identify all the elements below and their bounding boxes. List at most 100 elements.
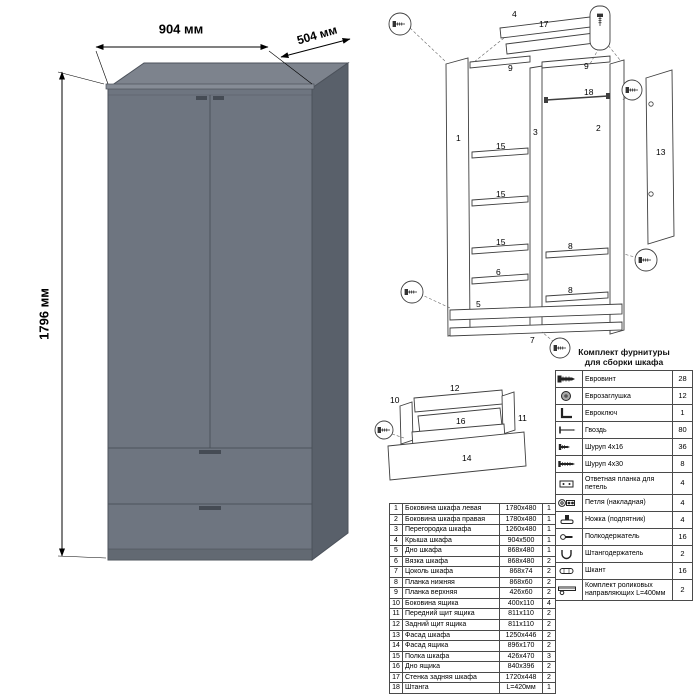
part-num: 15	[389, 650, 403, 663]
hw-qty: 4	[672, 493, 693, 512]
hw-name: Комплект роликовых направляющих L=400мм	[582, 578, 673, 602]
hardware-title-line1: Комплект фурнитуры	[578, 347, 670, 357]
exploded-drawer-diagram: 12 10 11 16 14	[374, 384, 556, 492]
part-qty: 2	[542, 555, 556, 568]
foot-icon	[560, 514, 574, 524]
width-dimension-label: 904 мм	[158, 21, 204, 37]
part-size: 868x480	[499, 545, 543, 557]
drawer2-handle-notch	[199, 506, 221, 510]
part-number-label: 8	[568, 241, 573, 251]
left-door-handle-notch	[196, 96, 207, 100]
part-qty: 2	[542, 640, 556, 652]
part-number-label: 17	[539, 19, 549, 29]
part-size: 811x110	[499, 608, 543, 620]
part-num: 17	[389, 671, 403, 684]
part-size: 868x480	[499, 555, 543, 568]
hardware-kit-title: Комплект фурнитуры для сборки шкафа	[555, 347, 693, 367]
part-num: 4	[389, 534, 403, 547]
hw-qty: 2	[672, 544, 693, 563]
part-name: Задний щит ящика	[402, 619, 500, 631]
part-number-label: 13	[656, 147, 666, 157]
guide-line	[391, 433, 405, 439]
shelf-1	[471, 147, 529, 159]
rod-bracket-right	[606, 93, 610, 99]
height-extension-bottom	[57, 555, 107, 559]
part-qty: 2	[542, 566, 556, 578]
part-number-label: 15	[496, 141, 506, 151]
part-num: 10	[389, 597, 403, 610]
part-size: 426x60	[499, 587, 543, 599]
lower-plank-1	[545, 247, 609, 259]
part-size: 1250x446	[499, 629, 543, 642]
part-number-label: 4	[512, 9, 517, 19]
part-qty: 1	[542, 524, 556, 536]
part-qty: 2	[542, 608, 556, 620]
eurocap-icon	[561, 391, 571, 402]
guide-line	[589, 47, 600, 65]
guide-line	[473, 37, 505, 63]
right-door-handle-notch	[213, 96, 224, 100]
part-size: 868x74	[499, 566, 543, 578]
hardware-row: Полкодержатель 16	[555, 527, 693, 546]
drawer1-handle-notch	[199, 450, 221, 454]
hw-qty: 12	[672, 387, 693, 406]
hw-qty: 8	[672, 455, 693, 474]
door-panel	[645, 69, 675, 245]
guide-line	[419, 293, 451, 309]
part-number-label: 5	[476, 299, 481, 309]
hw-qty: 2	[672, 578, 693, 602]
part-num: 13	[389, 629, 403, 642]
part-number-label: 8	[568, 285, 573, 295]
part-number-label: 1	[456, 133, 461, 143]
width-extension-right	[268, 50, 313, 85]
dowel-icon	[559, 567, 574, 574]
hw-name: Штангодержатель	[582, 544, 673, 563]
hinge-mark-2	[648, 191, 654, 197]
part-number-label: 7	[530, 335, 535, 345]
part-size: 400x110	[499, 597, 543, 610]
shelf-2	[471, 195, 529, 207]
part-size: 904x500	[499, 534, 543, 547]
hardware-row: Петля (накладная) 4	[555, 493, 693, 512]
hardware-row: Евровинт 28	[555, 370, 693, 389]
part-name: Передний щит ящика	[402, 608, 500, 620]
hw-qty: 16	[672, 527, 693, 546]
hw-qty: 16	[672, 561, 693, 580]
part-num: 11	[389, 608, 403, 620]
part-qty: 1	[542, 545, 556, 557]
part-size: 840x396	[499, 661, 543, 673]
screw-4x16-icon	[558, 444, 570, 451]
hardware-row: Гвоздь 80	[555, 421, 693, 440]
hw-qty: 80	[672, 421, 693, 440]
part-size: L=420мм	[499, 682, 543, 694]
part-num: 7	[389, 566, 403, 578]
drawer-linework	[374, 389, 527, 481]
part-name: Боковина шкафа правая	[402, 513, 500, 526]
hw-name: Еврозаглушка	[582, 387, 673, 406]
part-qty: 2	[542, 671, 556, 684]
part-number-label: 3	[533, 127, 538, 137]
hardware-row: Шуруп 4x16 36	[555, 438, 693, 457]
part-name: Цоколь шкафа	[402, 566, 500, 578]
part-size: 868x60	[499, 576, 543, 589]
part-num: 18	[389, 682, 403, 694]
hw-name: Ножка (подпятник)	[582, 510, 673, 529]
part-qty: 2	[542, 619, 556, 631]
part-size: 1720x448	[499, 671, 543, 684]
eurokey-icon	[560, 408, 572, 419]
part-size: 1780x480	[499, 503, 543, 515]
hw-qty: 4	[672, 510, 693, 529]
guide-line	[409, 27, 447, 63]
part-size: 811x110	[499, 619, 543, 631]
part-qty: 1	[542, 513, 556, 526]
height-dimension-label: 1796 мм	[36, 288, 52, 340]
